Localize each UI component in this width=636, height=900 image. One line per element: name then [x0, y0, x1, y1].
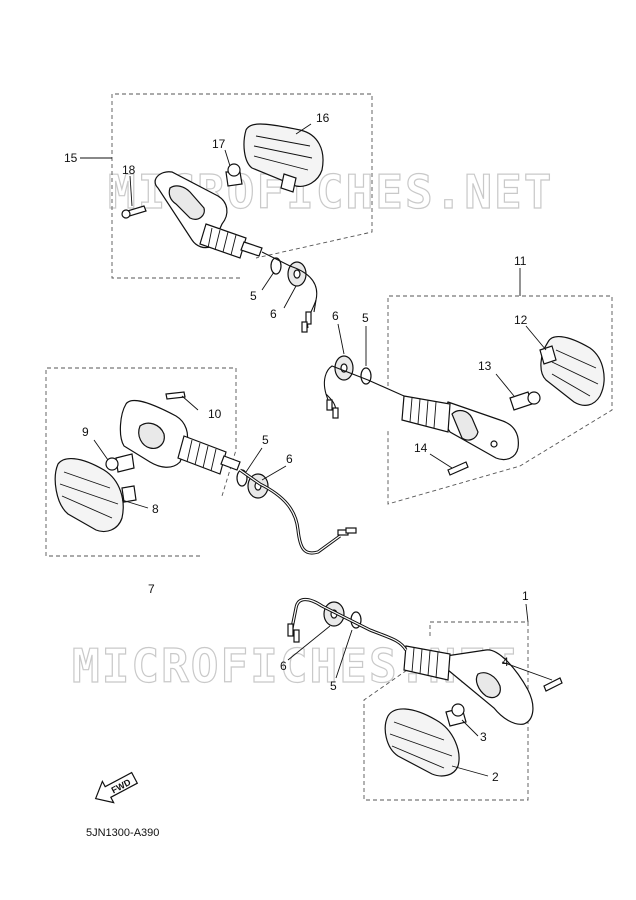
diagram-code: 5JN1300-A390 — [86, 827, 159, 839]
callout-11: 11 — [514, 254, 527, 268]
assembly-15 — [111, 93, 373, 333]
callout-14: 14 — [414, 441, 428, 455]
callout-3: 3 — [480, 730, 487, 744]
bulb-13 — [509, 391, 541, 411]
assembly-1-frame — [363, 621, 529, 801]
screw-18 — [121, 205, 147, 219]
callout-4: 4 — [502, 655, 509, 669]
assembly-1 — [287, 597, 563, 801]
callout-labels: 15 16 17 18 5 6 11 12 13 14 6 5 10 9 8 5… — [64, 111, 529, 784]
assembly-7-frame — [45, 367, 237, 557]
callout-5d: 5 — [330, 679, 337, 693]
lens-2 — [384, 708, 460, 777]
assembly-7 — [45, 367, 357, 557]
leader-lines — [80, 123, 553, 777]
grommet-5a — [270, 257, 282, 275]
callout-6c: 6 — [286, 452, 293, 466]
screw-14 — [447, 461, 469, 476]
callout-6d: 6 — [280, 659, 287, 673]
callout-16: 16 — [316, 111, 330, 125]
callout-10: 10 — [208, 407, 222, 421]
housing-11 — [401, 395, 519, 461]
callout-13: 13 — [478, 359, 492, 373]
callout-8: 8 — [152, 502, 159, 516]
callout-15: 15 — [64, 151, 78, 165]
callout-6b: 6 — [332, 309, 339, 323]
callout-7: 7 — [148, 582, 155, 596]
housing-7 — [119, 399, 241, 475]
callout-6a: 6 — [270, 307, 277, 321]
housing-1 — [403, 645, 534, 725]
grommet-5b — [360, 367, 372, 385]
callout-17: 17 — [212, 137, 226, 151]
assembly-15-frame — [111, 93, 373, 279]
bulb-9 — [105, 453, 135, 473]
lens-12 — [539, 336, 605, 406]
lens-16 — [243, 123, 324, 193]
callout-12: 12 — [514, 313, 528, 327]
callout-5a: 5 — [250, 289, 257, 303]
callout-18: 18 — [122, 163, 136, 177]
callout-5c: 5 — [262, 433, 269, 447]
callout-9: 9 — [82, 425, 89, 439]
fwd-arrow-icon: FWD — [94, 771, 139, 804]
screw-4 — [543, 677, 563, 692]
callout-1: 1 — [522, 589, 529, 603]
callout-5b: 5 — [362, 311, 369, 325]
screw-10 — [165, 391, 186, 400]
bulb-3 — [445, 703, 467, 727]
lens-8 — [54, 458, 137, 533]
housing-15 — [154, 171, 263, 259]
assembly-11 — [323, 295, 613, 505]
callout-2: 2 — [492, 770, 499, 784]
assembly-11-frame — [387, 295, 613, 505]
bulb-17 — [225, 163, 243, 187]
